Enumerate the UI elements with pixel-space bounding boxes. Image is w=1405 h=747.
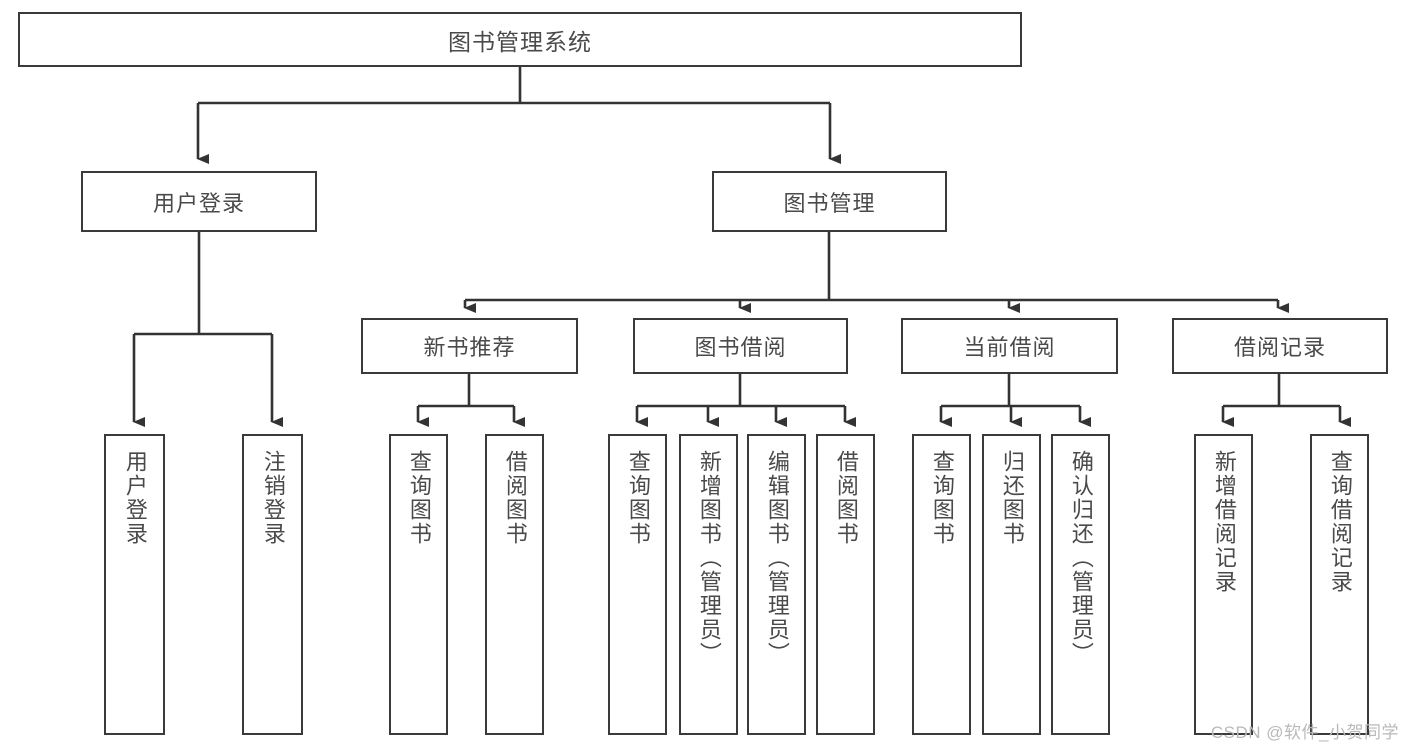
leaf-add-book-admin[interactable]: 新增图书（管理员） [679,434,738,735]
leaf-edit-book-admin[interactable]: 编辑图书（管理员） [747,434,806,735]
leaf-confirm-return-admin[interactable]: 确认归还（管理员） [1051,434,1110,735]
leaf-query-book-current[interactable]: 查询图书 [912,434,971,735]
leaf-borrow-book[interactable]: 借阅图书 [816,434,875,735]
leaf-query-borrow-record[interactable]: 查询借阅记录 [1310,434,1369,735]
leaf-add-borrow-record[interactable]: 新增借阅记录 [1194,434,1253,735]
node-book-borrow[interactable]: 图书借阅 [633,318,848,374]
node-current-borrow[interactable]: 当前借阅 [901,318,1118,374]
leaf-query-book-recommend[interactable]: 查询图书 [389,434,448,735]
leaf-borrow-book-recommend[interactable]: 借阅图书 [485,434,544,735]
node-borrow-record[interactable]: 借阅记录 [1172,318,1388,374]
watermark: CSDN @软件_小贺同学 [1210,723,1399,742]
node-root-system[interactable]: 图书管理系统 [18,12,1022,67]
leaf-return-book[interactable]: 归还图书 [982,434,1041,735]
leaf-user-logout[interactable]: 注销登录 [242,434,303,735]
leaf-query-book-borrow[interactable]: 查询图书 [608,434,667,735]
node-new-book-recommend[interactable]: 新书推荐 [361,318,578,374]
leaf-user-login[interactable]: 用户登录 [104,434,165,735]
node-book-management[interactable]: 图书管理 [712,171,947,232]
node-user-login[interactable]: 用户登录 [81,171,317,232]
